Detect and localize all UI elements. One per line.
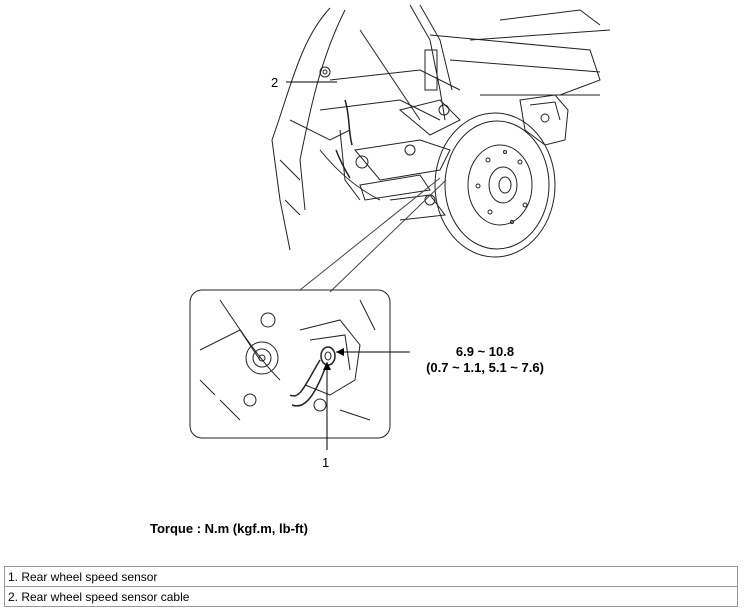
torque-units-label: Torque : N.m (kgf.m, lb-ft) xyxy=(150,521,308,536)
body-structure xyxy=(271,4,611,251)
legend-row: 1. Rear wheel speed sensor xyxy=(4,566,738,587)
callout-1: 1 xyxy=(322,455,330,470)
torque-spec: 6.9 ~ 10.8 (0.7 ~ 1.1, 5.1 ~ 7.6) xyxy=(405,344,565,376)
detail-inset xyxy=(189,289,391,439)
leader-lines xyxy=(286,81,410,450)
brake-caliper xyxy=(519,94,569,146)
callout-2: 2 xyxy=(271,75,279,90)
suspension-links xyxy=(335,99,461,221)
torque-spec-value: 6.9 ~ 10.8 xyxy=(455,344,515,359)
arrowheads xyxy=(323,348,344,370)
legend-item-2: 2. Rear wheel speed sensor cable xyxy=(4,586,738,607)
zoom-connector xyxy=(299,177,447,293)
legend-item-1: 1. Rear wheel speed sensor xyxy=(4,566,738,587)
parts-legend: 1. Rear wheel speed sensor 2. Rear wheel… xyxy=(4,566,738,607)
brake-disc xyxy=(434,112,556,258)
torque-spec-alt: (0.7 ~ 1.1, 5.1 ~ 7.6) xyxy=(426,360,544,375)
rear-suspension-diagram xyxy=(189,4,611,450)
legend-row: 2. Rear wheel speed sensor cable xyxy=(4,586,738,607)
